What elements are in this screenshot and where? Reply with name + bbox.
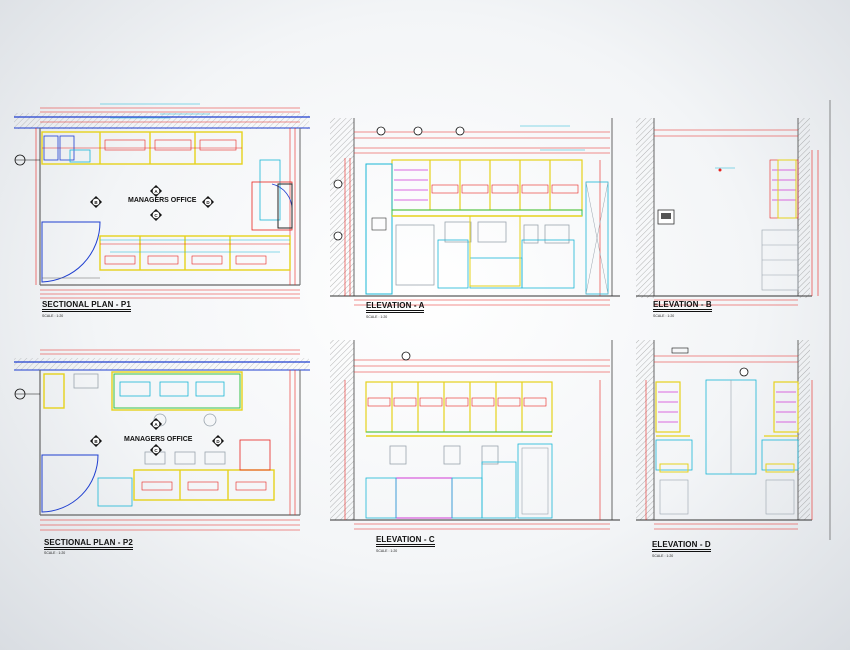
scale-sectional-plan-p1: SCALE : 1:20	[42, 314, 64, 318]
sectional-plan-p2-drawing: A B C D	[14, 349, 310, 531]
svg-text:B: B	[94, 439, 98, 444]
svg-text:C: C	[154, 448, 158, 453]
title-elevation-a: ELEVATION - A	[366, 301, 425, 313]
title-sectional-plan-p1: SECTIONAL PLAN - P1	[42, 300, 131, 312]
section-marker-a: A	[150, 185, 162, 197]
section-marker-p2-a: A	[150, 418, 162, 430]
section-marker-b: B	[90, 196, 102, 208]
title-elevation-b: ELEVATION - B	[653, 300, 712, 312]
section-marker-p2-c: C	[150, 444, 162, 456]
title-elevation-d: ELEVATION - D	[652, 540, 711, 552]
section-marker-p2-b: B	[90, 435, 102, 447]
svg-text:B: B	[94, 200, 98, 205]
svg-text:A: A	[154, 189, 158, 194]
elevation-c-drawing	[330, 340, 620, 530]
section-marker-p2-d: D	[212, 435, 224, 447]
section-marker-c: C	[150, 209, 162, 221]
svg-text:D: D	[216, 439, 220, 444]
room-label-p2: MANAGERS OFFICE	[124, 436, 193, 443]
elevation-a-drawing	[330, 118, 620, 306]
elevation-b-drawing	[636, 118, 819, 306]
scale-elevation-a: SCALE : 1:20	[366, 315, 388, 319]
scale-elevation-b: SCALE : 1:20	[653, 314, 675, 318]
scale-elevation-c: SCALE : 1:20	[376, 549, 398, 553]
title-sectional-plan-p2: SECTIONAL PLAN - P2	[44, 538, 133, 550]
scale-elevation-d: SCALE : 1:20	[652, 554, 674, 558]
elevation-d-drawing	[636, 340, 813, 530]
sectional-plan-p1-drawing: A B C D	[14, 103, 310, 299]
scale-sectional-plan-p2: SCALE : 1:20	[44, 551, 66, 555]
section-marker-d: D	[202, 196, 214, 208]
svg-text:D: D	[206, 200, 210, 205]
room-label-p1: MANAGERS OFFICE	[128, 197, 197, 204]
svg-text:A: A	[154, 422, 158, 427]
title-elevation-c: ELEVATION - C	[376, 535, 435, 547]
svg-text:C: C	[154, 213, 158, 218]
